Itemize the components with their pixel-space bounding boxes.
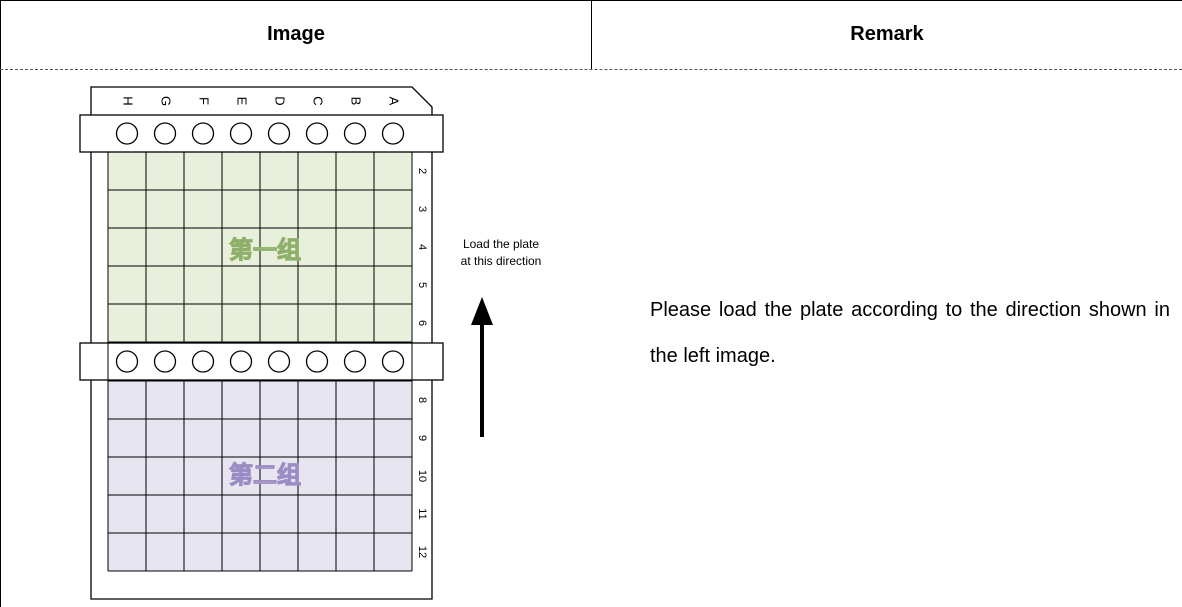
row-number-10: 10	[416, 470, 428, 482]
row-number-8: 8	[416, 397, 428, 403]
row-number-2: 2	[416, 168, 428, 174]
middle-well-circle	[267, 350, 291, 373]
top-well-circle	[153, 122, 177, 145]
middle-well-circle	[381, 350, 405, 373]
middle-well-circle	[229, 350, 253, 373]
direction-label-line2: at this direction	[461, 254, 542, 268]
top-well-circle	[381, 122, 405, 145]
row-number-4: 4	[416, 244, 428, 250]
image-column-header: Image	[267, 23, 325, 45]
middle-well-circle	[343, 350, 367, 373]
row-number-11: 11	[416, 508, 428, 519]
column-letter-D: D	[273, 96, 288, 105]
row-number-9: 9	[416, 435, 428, 441]
column-letter-G: G	[159, 96, 174, 106]
group1-label: 第一组	[229, 236, 301, 264]
top-well-circle	[267, 122, 291, 145]
top-well-circle	[229, 122, 253, 145]
top-well-circle	[305, 122, 329, 145]
row-numbers: 2 3 4 5 6 8 9 10 11 12	[416, 168, 428, 558]
column-letter-H: H	[121, 96, 136, 105]
top-well-circle	[343, 122, 367, 145]
remark-column-header: Remark	[850, 23, 924, 45]
remark-text: Please load the plate according to the d…	[650, 299, 1170, 367]
column-letters: A B C D E F G H	[121, 96, 402, 106]
header-separator	[0, 69, 1182, 70]
up-arrow-icon	[471, 297, 493, 437]
direction-label-line1: Load the plate	[463, 237, 539, 251]
column-letter-B: B	[349, 97, 364, 106]
group2-label: 第二组	[229, 461, 301, 489]
header-column-divider	[591, 0, 592, 69]
row-number-3: 3	[416, 206, 428, 212]
row-number-5: 5	[416, 282, 428, 288]
row-number-6: 6	[416, 320, 428, 326]
table-left-border	[0, 0, 1, 607]
top-well-circle	[191, 122, 215, 145]
column-letter-A: A	[387, 97, 402, 106]
middle-well-circle	[191, 350, 215, 373]
column-letter-F: F	[197, 97, 212, 105]
middle-well-circle	[153, 350, 177, 373]
group2-grid	[107, 380, 413, 572]
middle-well-circle	[115, 350, 139, 373]
column-letter-C: C	[311, 96, 326, 105]
row-number-12: 12	[416, 546, 428, 558]
middle-well-circle	[305, 350, 329, 373]
top-well-circle	[115, 122, 139, 145]
column-letter-E: E	[235, 97, 250, 106]
